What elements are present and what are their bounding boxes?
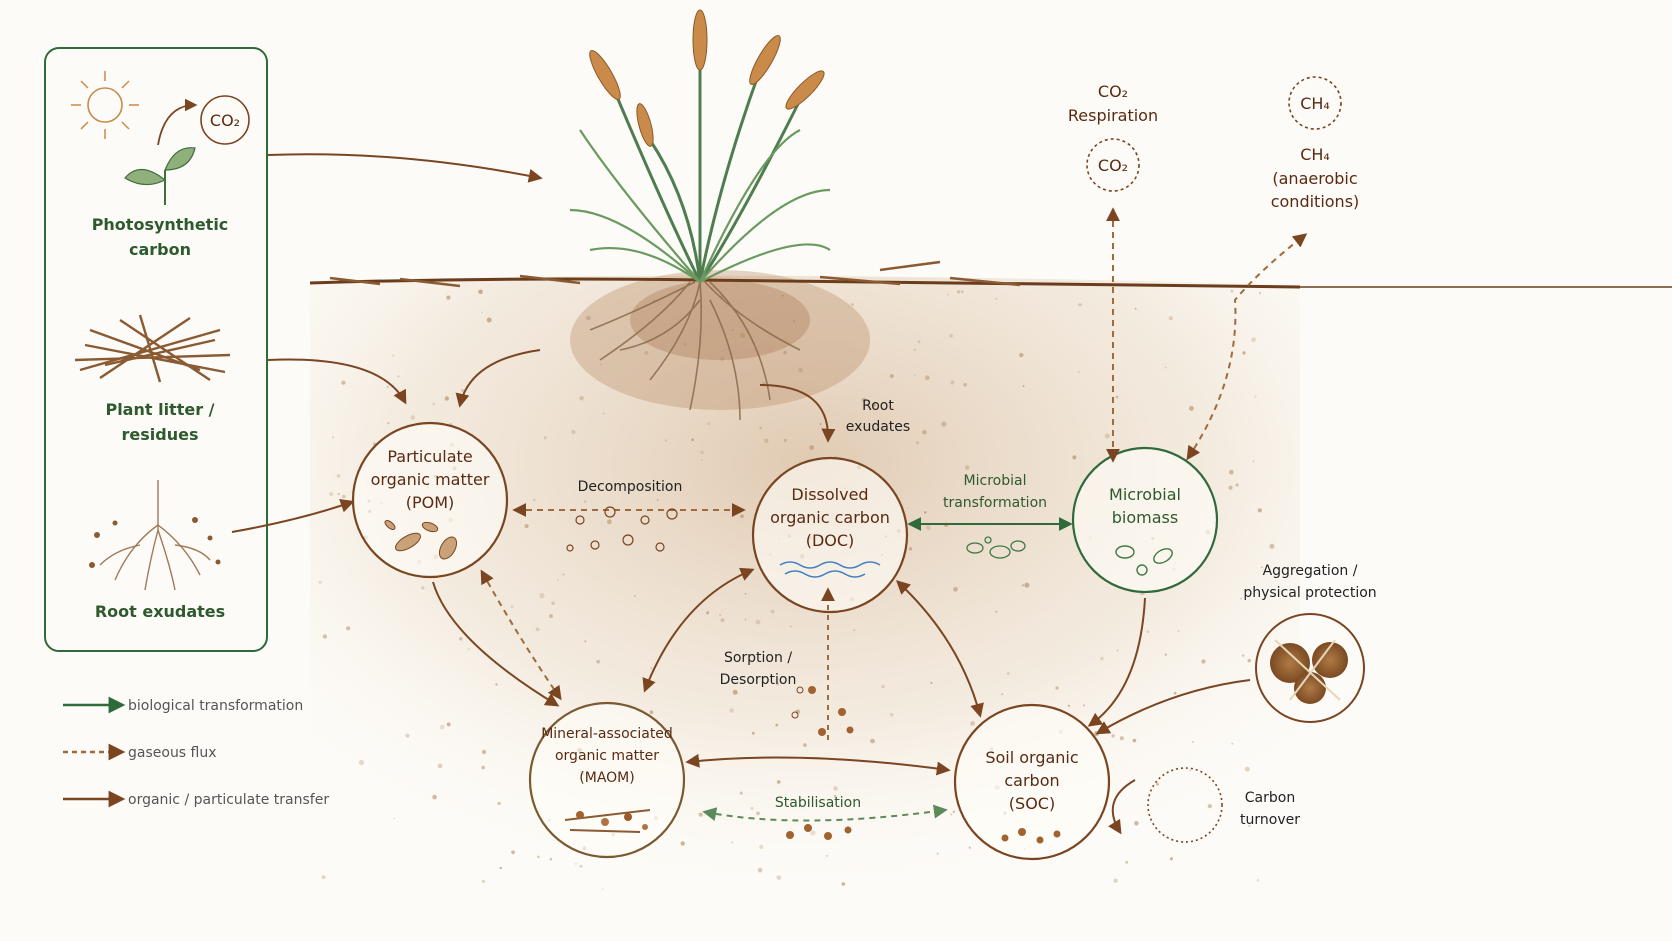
stabilisation-particles-icon (786, 824, 852, 840)
arrow-methane-flux (1186, 233, 1308, 461)
water-waves-icon (779, 561, 881, 578)
arrow-doc-soc (895, 580, 984, 718)
plant-litter-icon (74, 314, 231, 383)
microbe-cells-icon (1115, 545, 1173, 576)
arrow-maom-soc (685, 753, 951, 776)
ch4-title: CH₄ (1300, 145, 1330, 164)
aggregation-label: Aggregation /physical protection (1243, 563, 1376, 601)
arrow-plant-to-pom (455, 349, 541, 408)
arrow-stabilisation (702, 804, 948, 822)
root-icon (99, 480, 211, 591)
co2-respiration-title: CO₂ (1098, 82, 1128, 101)
stabilisation-label: Stabilisation (775, 795, 861, 811)
ch4-gas-label: CH₄ (1300, 94, 1330, 113)
sun-icon (71, 71, 139, 139)
decomposition-particles-icon (566, 506, 678, 552)
arrow-litter-to-pom (267, 358, 407, 405)
plant-litter-label: Plant litter /residues (105, 400, 214, 444)
co2-gas-icon (1086, 138, 1140, 192)
co2-icon (200, 95, 250, 145)
co2-uptake-arrow (157, 98, 198, 146)
co2-gas-label: CO₂ (1098, 156, 1128, 175)
legend-organic-label: organic / particulate transfer (128, 792, 329, 808)
arrow-aggregate-to-soc (1095, 679, 1251, 735)
co2-icon-label: CO₂ (210, 111, 240, 130)
root-exudates-source-label: Root exudates (95, 602, 225, 621)
leaf-fragments-icon (384, 520, 458, 560)
sorption-particles-icon (791, 686, 854, 736)
arrow-photosynthesis-to-plant (267, 153, 543, 183)
ground-surface (309, 260, 1672, 289)
microbes-icon (966, 536, 1026, 559)
legend-gaseous-label: gaseous flux (128, 745, 217, 761)
soc-particles-icon (1001, 828, 1061, 844)
aggregate-icon (1255, 613, 1365, 723)
arrow-roots-to-pom (231, 499, 355, 533)
ch4-gas-icon (1288, 76, 1342, 130)
arrow-microbial-to-soc (1087, 597, 1146, 727)
decomposition-label: Decomposition (578, 479, 683, 495)
arrow-doc-maom (642, 567, 755, 693)
legend-biological-label: biological transformation (128, 698, 303, 714)
arrow-plant-to-doc (759, 384, 836, 443)
co2-respiration-subtitle: Respiration (1068, 106, 1158, 125)
legend: biological transformation gaseous flux o… (63, 696, 329, 808)
carbon-turnover-icon (1108, 767, 1223, 843)
sources-panel (44, 47, 268, 652)
wheat-plant-icon (569, 9, 831, 421)
seedling-icon (124, 147, 196, 205)
root-exudate-dots (89, 517, 221, 568)
mineral-particles-icon (564, 809, 651, 833)
